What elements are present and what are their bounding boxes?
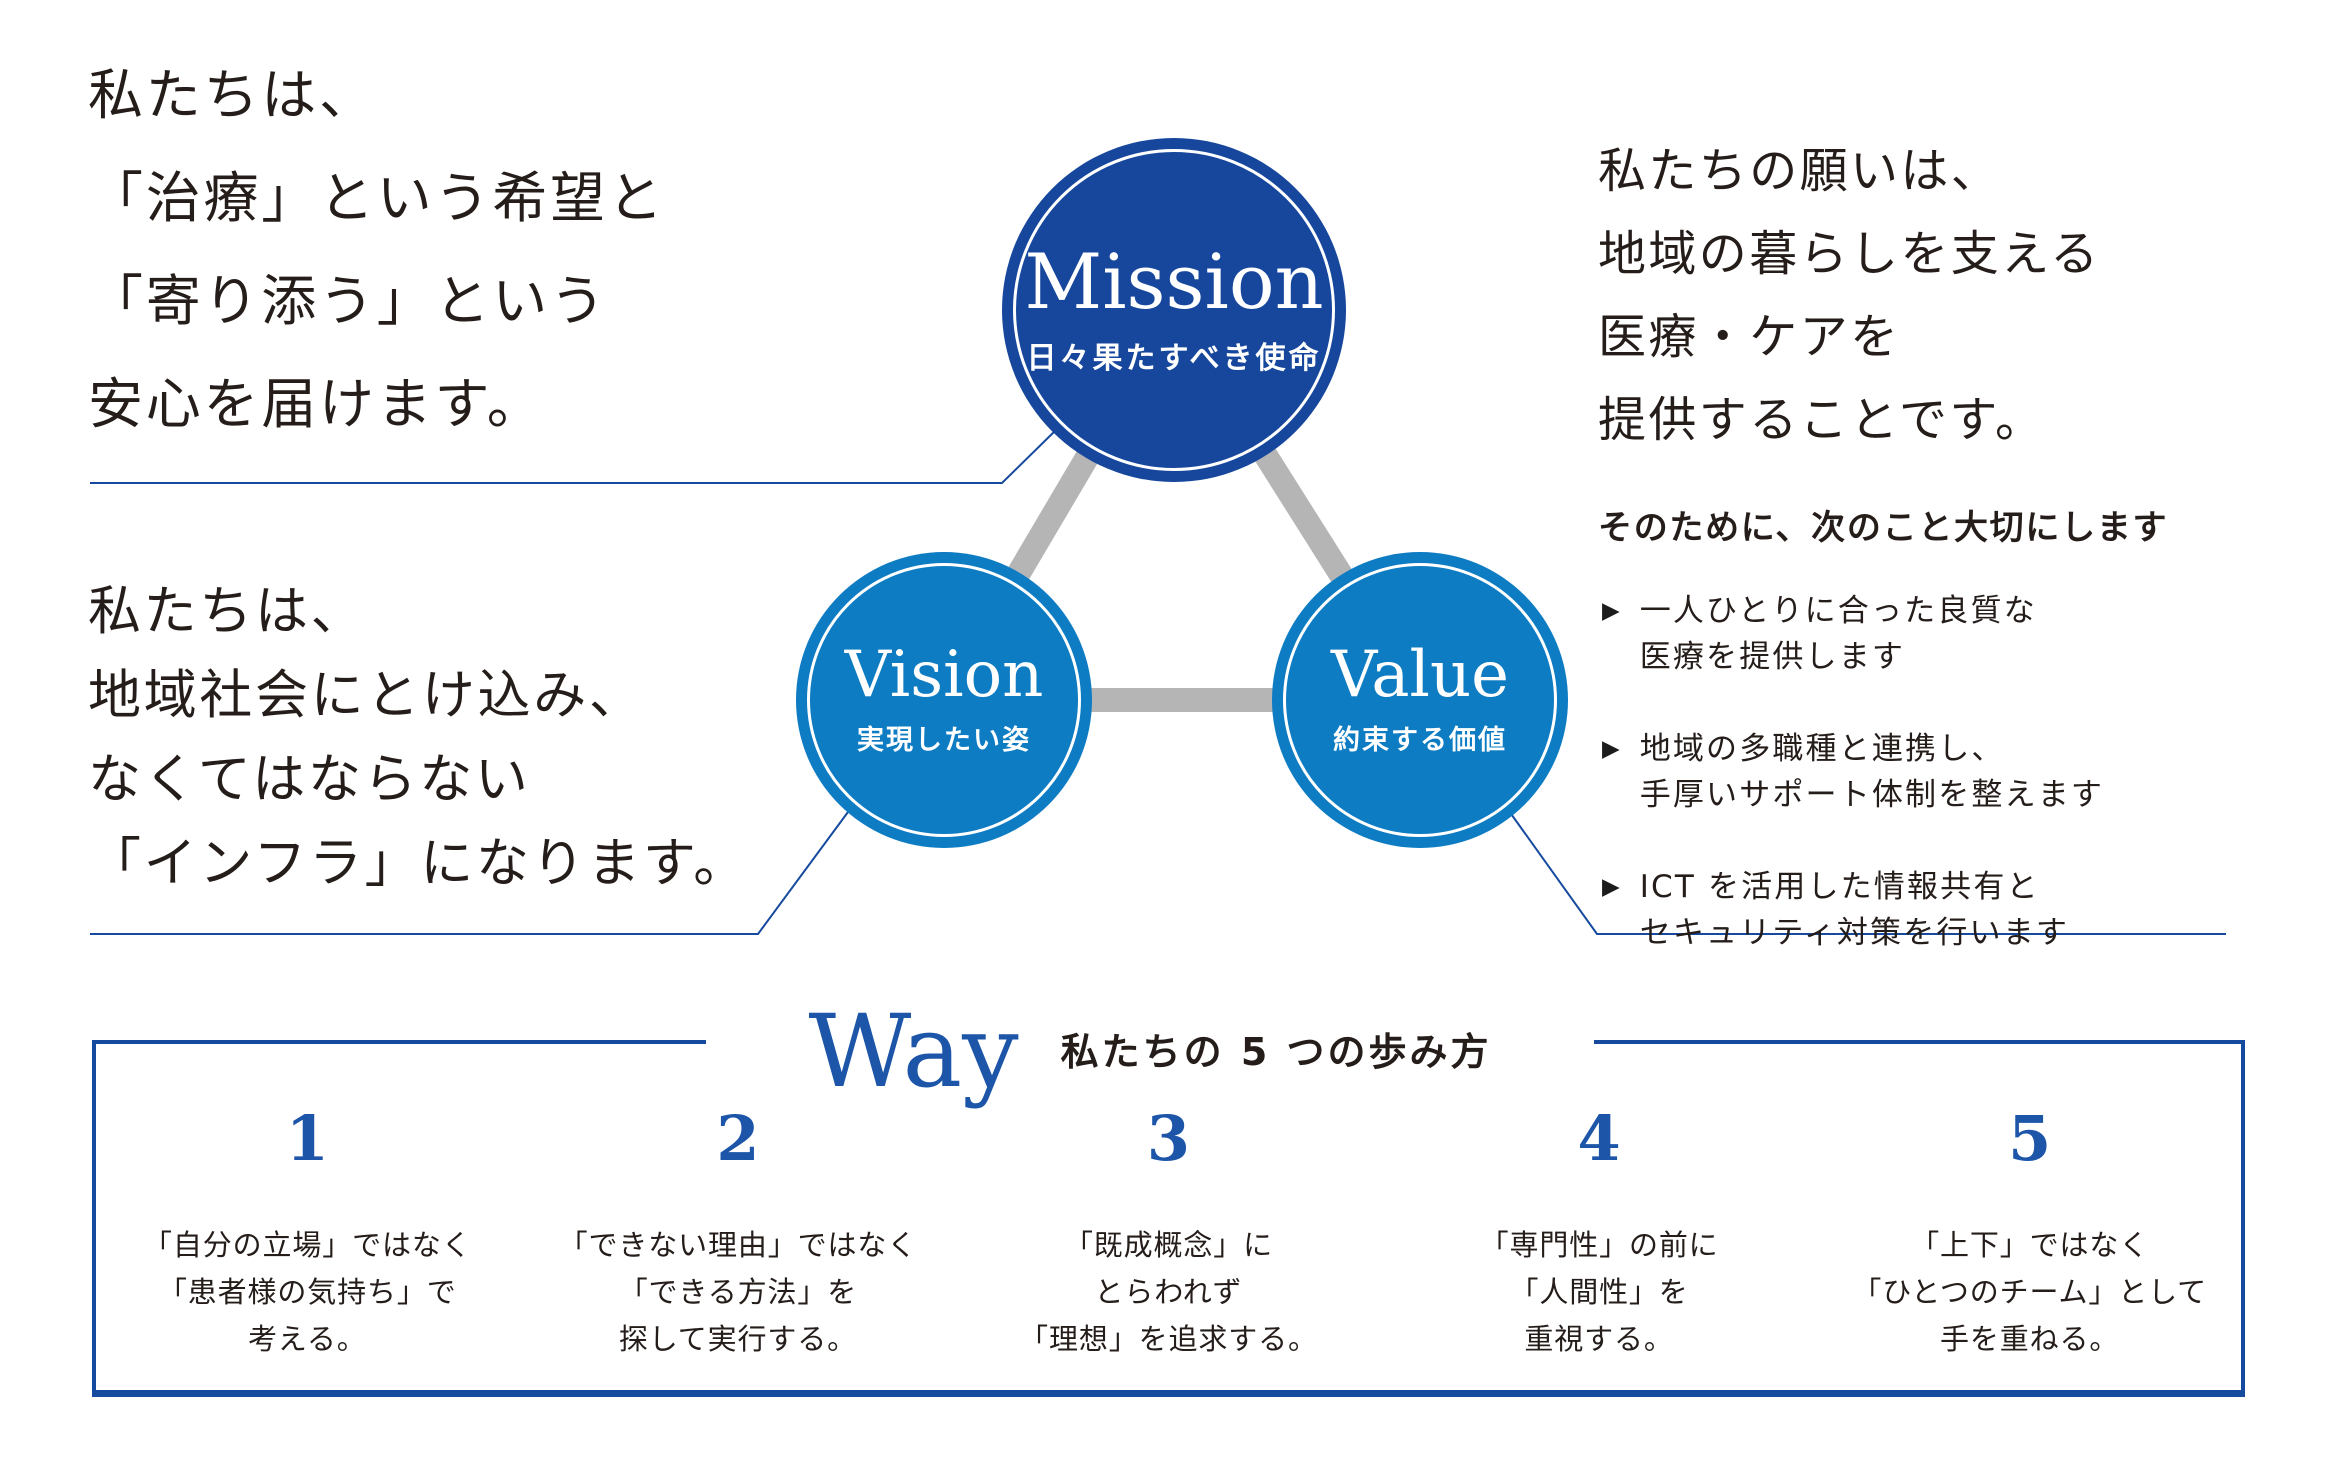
way-item-line: とらわれず	[1094, 1275, 1243, 1309]
way-item-line: 「自分の立場」ではなく	[143, 1228, 472, 1262]
way-item-number: 5	[2008, 1102, 2052, 1175]
way-item-4: 4 「専門性」の前に 「人間性」を 重視する。	[1384, 1108, 1815, 1363]
circle-inner-ring	[1283, 563, 1557, 837]
right-panel-bullets: ▶ 一人ひとりに合った良質な 医療を提供します ▶ 地域の多職種と連携し、 手厚…	[1602, 588, 2104, 956]
statement-line: 私たちは、	[88, 63, 377, 127]
mission-circle: Mission 日々果たすべき使命	[1002, 138, 1346, 482]
leader-line-vision	[90, 811, 849, 935]
value-circle: Value 約束する価値	[1272, 552, 1568, 848]
way-item-line: 探して実行する。	[618, 1322, 857, 1356]
bullet-text: ICT を活用した情報共有と セキュリティ対策を行います	[1640, 864, 2069, 956]
statement-value: 私たちの願いは、 地域の暮らしを支える 医療・ケアを 提供することです。	[1598, 130, 2101, 462]
way-item-line: 「ひとつのチーム」として	[1852, 1275, 2207, 1309]
statement-line: 医療・ケアを	[1598, 309, 1901, 365]
way-item-line: 「理想」を追求する。	[1019, 1322, 1318, 1356]
statement-line: 「インフラ」になります。	[88, 833, 749, 894]
circle-inner-ring	[807, 563, 1081, 837]
statement-line: 「寄り添う」という	[88, 269, 608, 333]
list-item: ▶ 地域の多職種と連携し、 手厚いサポート体制を整えます	[1602, 726, 2104, 818]
way-item-text: 「既成概念」に とらわれず 「理想」を追求する。	[953, 1222, 1384, 1363]
list-item: ▶ ICT を活用した情報共有と セキュリティ対策を行います	[1602, 864, 2104, 956]
statement-mission: 私たちは、 「治療」という希望と 「寄り添う」という 安心を届けます。	[88, 44, 666, 456]
way-item-line: 「人間性」を	[1509, 1275, 1689, 1309]
way-title: Way 私たちの 5 つの歩み方	[706, 986, 1594, 1110]
way-item-text: 「上下」ではなく 「ひとつのチーム」として 手を重ねる。	[1814, 1222, 2245, 1363]
list-item: ▶ 一人ひとりに合った良質な 医療を提供します	[1602, 588, 2104, 680]
statement-line: 私たちの願いは、	[1598, 143, 2002, 199]
statement-line: 提供することです。	[1598, 392, 2046, 448]
triangle-bullet-icon: ▶	[1602, 874, 1620, 900]
bullet-text: 地域の多職種と連携し、 手厚いサポート体制を整えます	[1640, 726, 2104, 818]
way-title-en: Way	[808, 993, 1019, 1110]
way-item-line: 「上下」ではなく	[1910, 1228, 2150, 1262]
statement-line: 「治療」という希望と	[88, 166, 666, 230]
way-item-number: 4	[1577, 1102, 1621, 1175]
way-item-line: 「患者様の気持ち」で	[157, 1275, 457, 1309]
statement-line: 安心を届けます。	[88, 372, 545, 436]
bullet-line: 地域の多職種と連携し、	[1639, 731, 2005, 767]
statement-line: 地域の暮らしを支える	[1598, 226, 2101, 282]
triangle-bullet-icon: ▶	[1602, 736, 1620, 762]
way-item-number: 3	[1146, 1102, 1191, 1175]
leader-line-value	[1508, 810, 2226, 935]
way-title-jp: 私たちの 5 つの歩み方	[1060, 1030, 1492, 1074]
way-item-line: 「できる方法」を	[618, 1275, 858, 1309]
way-item-2: 2 「できない理由」ではなく 「できる方法」を 探して実行する。	[523, 1108, 954, 1363]
way-columns: 1 「自分の立場」ではなく 「患者様の気持ち」で 考える。 2 「できない理由」…	[92, 1108, 2245, 1363]
way-item-line: 「既成概念」に	[1063, 1228, 1274, 1262]
statement-line: 私たちは、	[88, 581, 367, 642]
bullet-line: セキュリティ対策を行います	[1639, 915, 2070, 951]
way-item-number: 1	[285, 1102, 329, 1175]
way-item-text: 「自分の立場」ではなく 「患者様の気持ち」で 考える。	[92, 1222, 523, 1363]
vision-circle: Vision 実現したい姿	[796, 552, 1092, 848]
way-item-text: 「専門性」の前に 「人間性」を 重視する。	[1384, 1222, 1815, 1363]
way-item-line: 「できない理由」ではなく	[558, 1228, 918, 1262]
bullet-text: 一人ひとりに合った良質な 医療を提供します	[1640, 588, 2037, 680]
way-item-1: 1 「自分の立場」ではなく 「患者様の気持ち」で 考える。	[92, 1108, 523, 1363]
leader-line-mission	[90, 428, 1058, 484]
bullet-line: 医療を提供します	[1639, 639, 1906, 675]
way-item-line: 考える。	[247, 1322, 367, 1356]
way-item-line: 「専門性」の前に	[1479, 1228, 1719, 1262]
bullet-line: ICT を活用した情報共有と	[1639, 869, 2040, 905]
statement-line: 地域社会にとけ込み、	[88, 665, 645, 726]
statement-vision: 私たちは、 地域社会にとけ込み、 なくてはならない 「インフラ」になります。	[88, 570, 749, 906]
way-item-text: 「できない理由」ではなく 「できる方法」を 探して実行する。	[523, 1222, 954, 1363]
statement-line: なくてはならない	[88, 749, 531, 810]
bullet-line: 手厚いサポート体制を整えます	[1639, 777, 2105, 813]
circle-inner-ring	[1013, 149, 1335, 471]
bullet-line: 一人ひとりに合った良質な	[1639, 593, 2037, 629]
way-item-line: 重視する。	[1524, 1322, 1674, 1356]
way-item-number: 2	[716, 1102, 760, 1175]
way-item-3: 3 「既成概念」に とらわれず 「理想」を追求する。	[953, 1108, 1384, 1363]
triangle-bullet-icon: ▶	[1602, 598, 1620, 624]
way-item-5: 5 「上下」ではなく 「ひとつのチーム」として 手を重ねる。	[1814, 1108, 2245, 1363]
right-panel-lead: そのために、次のこと大切にします	[1598, 508, 2169, 548]
way-item-line: 手を重ねる。	[1940, 1322, 2120, 1356]
